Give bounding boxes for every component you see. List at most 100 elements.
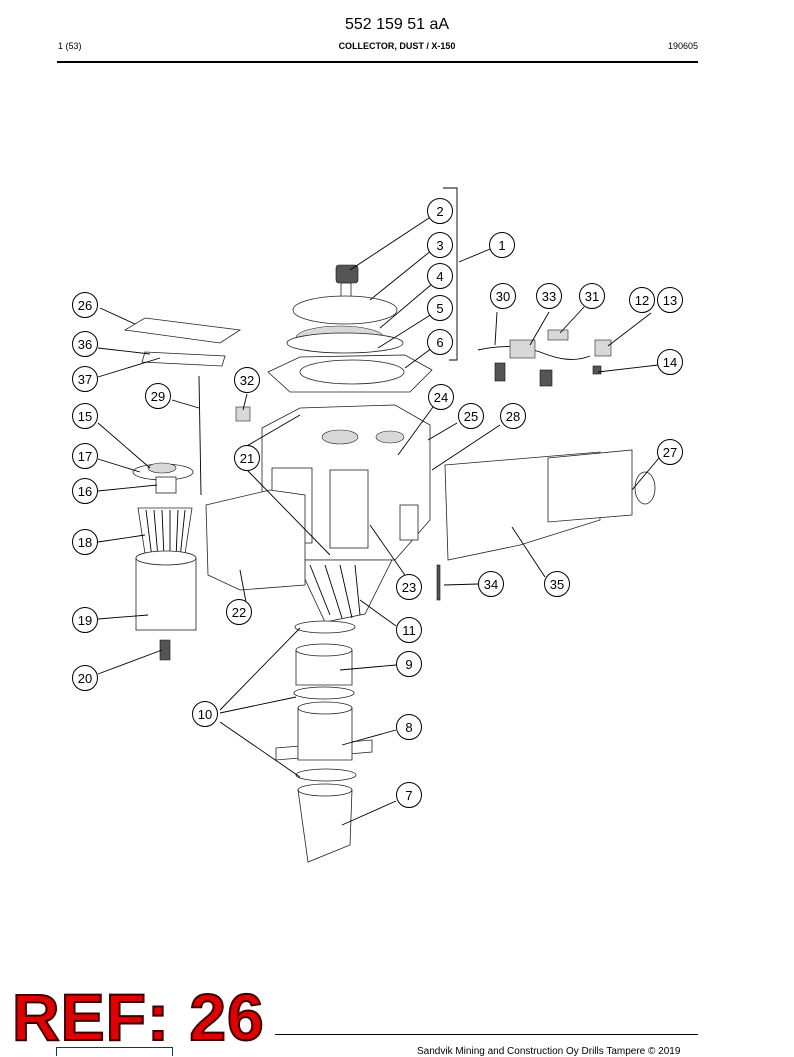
callout-number: 26 — [78, 298, 92, 313]
callout-14: 14 — [657, 349, 683, 375]
callout-circle — [427, 329, 453, 355]
callout-number: 27 — [663, 445, 677, 460]
callout-21: 21 — [234, 445, 260, 471]
callout-number: 7 — [405, 788, 412, 803]
callout-number: 12 — [635, 293, 649, 308]
callout-12: 12 — [629, 287, 655, 313]
callout-15: 15 — [72, 403, 98, 429]
page-indicator: 1 (53) — [58, 41, 82, 51]
callout-number: 3 — [436, 238, 443, 253]
callout-circle — [72, 665, 98, 691]
part-drawings — [123, 187, 656, 863]
callout-circle — [72, 366, 98, 392]
callout-28: 28 — [500, 403, 526, 429]
callout-circle — [72, 607, 98, 633]
callout-circle — [427, 232, 453, 258]
callout-8: 8 — [396, 714, 422, 740]
callout-18: 18 — [72, 529, 98, 555]
callout-number: 16 — [78, 484, 92, 499]
callout-number: 34 — [484, 577, 498, 592]
callout-circle — [427, 295, 453, 321]
callout-circle — [72, 403, 98, 429]
leader-lines — [97, 215, 660, 826]
callout-circle — [234, 367, 260, 393]
callout-35: 35 — [544, 571, 570, 597]
callout-circle — [500, 403, 526, 429]
callout-number: 13 — [663, 293, 677, 308]
callout-number: 10 — [198, 707, 212, 722]
callout-number: 20 — [78, 671, 92, 686]
callout-number: 11 — [402, 623, 416, 638]
callout-circle — [490, 283, 516, 309]
callout-number: 35 — [550, 577, 564, 592]
callout-number: 33 — [542, 289, 556, 304]
callout-circle — [72, 443, 98, 469]
brand-logo — [56, 1047, 173, 1056]
callout-33: 33 — [536, 283, 562, 309]
callout-number: 14 — [663, 355, 677, 370]
callout-number: 5 — [436, 301, 443, 316]
callout-circle — [396, 651, 422, 677]
callout-number: 4 — [436, 269, 443, 284]
callout-1: 1 — [489, 232, 515, 258]
callout-11: 11 — [396, 617, 422, 643]
callout-16: 16 — [72, 478, 98, 504]
callout-26: 26 — [72, 292, 98, 318]
document-number: 552 159 51 aA — [344, 16, 450, 33]
callout-number: 21 — [240, 451, 254, 466]
callout-number: 22 — [232, 605, 246, 620]
callout-13: 13 — [657, 287, 683, 313]
callout-number: 24 — [434, 390, 448, 405]
callout-6: 6 — [427, 329, 453, 355]
callout-29: 29 — [145, 383, 171, 409]
callout-circle — [72, 478, 98, 504]
callout-20: 20 — [72, 665, 98, 691]
callout-circle — [657, 439, 683, 465]
revision-date: 190605 — [667, 41, 698, 51]
callout-circle — [192, 701, 218, 727]
callout-number: 8 — [405, 720, 412, 735]
callout-circle — [396, 782, 422, 808]
callout-circle — [234, 445, 260, 471]
drawing-title: COLLECTOR, DUST / X-150 — [338, 41, 456, 51]
callout-number: 32 — [240, 373, 254, 388]
callout-number: 1 — [498, 238, 505, 253]
callout-circle — [579, 283, 605, 309]
footer-rule — [275, 1034, 698, 1035]
callout-2: 2 — [427, 198, 453, 224]
callout-number: 18 — [78, 535, 92, 550]
callout-17: 17 — [72, 443, 98, 469]
callout-number: 19 — [78, 613, 92, 628]
callout-number: 6 — [436, 335, 443, 350]
callout-number: 30 — [496, 289, 510, 304]
callout-number: 36 — [78, 337, 92, 352]
callout-number: 17 — [78, 449, 92, 464]
callout-circle — [226, 599, 252, 625]
callout-circle — [396, 574, 422, 600]
callout-number: 31 — [585, 289, 599, 304]
callout-36: 36 — [72, 331, 98, 357]
callout-circle — [396, 617, 422, 643]
callout-27: 27 — [657, 439, 683, 465]
callout-circle — [72, 331, 98, 357]
reference-stamp: REF: 26 — [11, 980, 265, 1054]
callout-circle — [489, 232, 515, 258]
callout-circle — [657, 349, 683, 375]
callout-circle — [629, 287, 655, 313]
callout-circle — [478, 571, 504, 597]
callout-number: 29 — [151, 389, 165, 404]
callout-number: 37 — [78, 372, 92, 387]
callout-4: 4 — [427, 263, 453, 289]
callout-3: 3 — [427, 232, 453, 258]
callout-number: 9 — [405, 657, 412, 672]
callout-circle — [145, 383, 171, 409]
callout-circle — [72, 529, 98, 555]
callout-number: 15 — [78, 409, 92, 424]
callout-circle — [427, 263, 453, 289]
callout-circle — [427, 198, 453, 224]
copyright-notice: Sandvik Mining and Construction Oy Drill… — [417, 1046, 681, 1057]
callout-circle — [657, 287, 683, 313]
callout-circle — [72, 292, 98, 318]
